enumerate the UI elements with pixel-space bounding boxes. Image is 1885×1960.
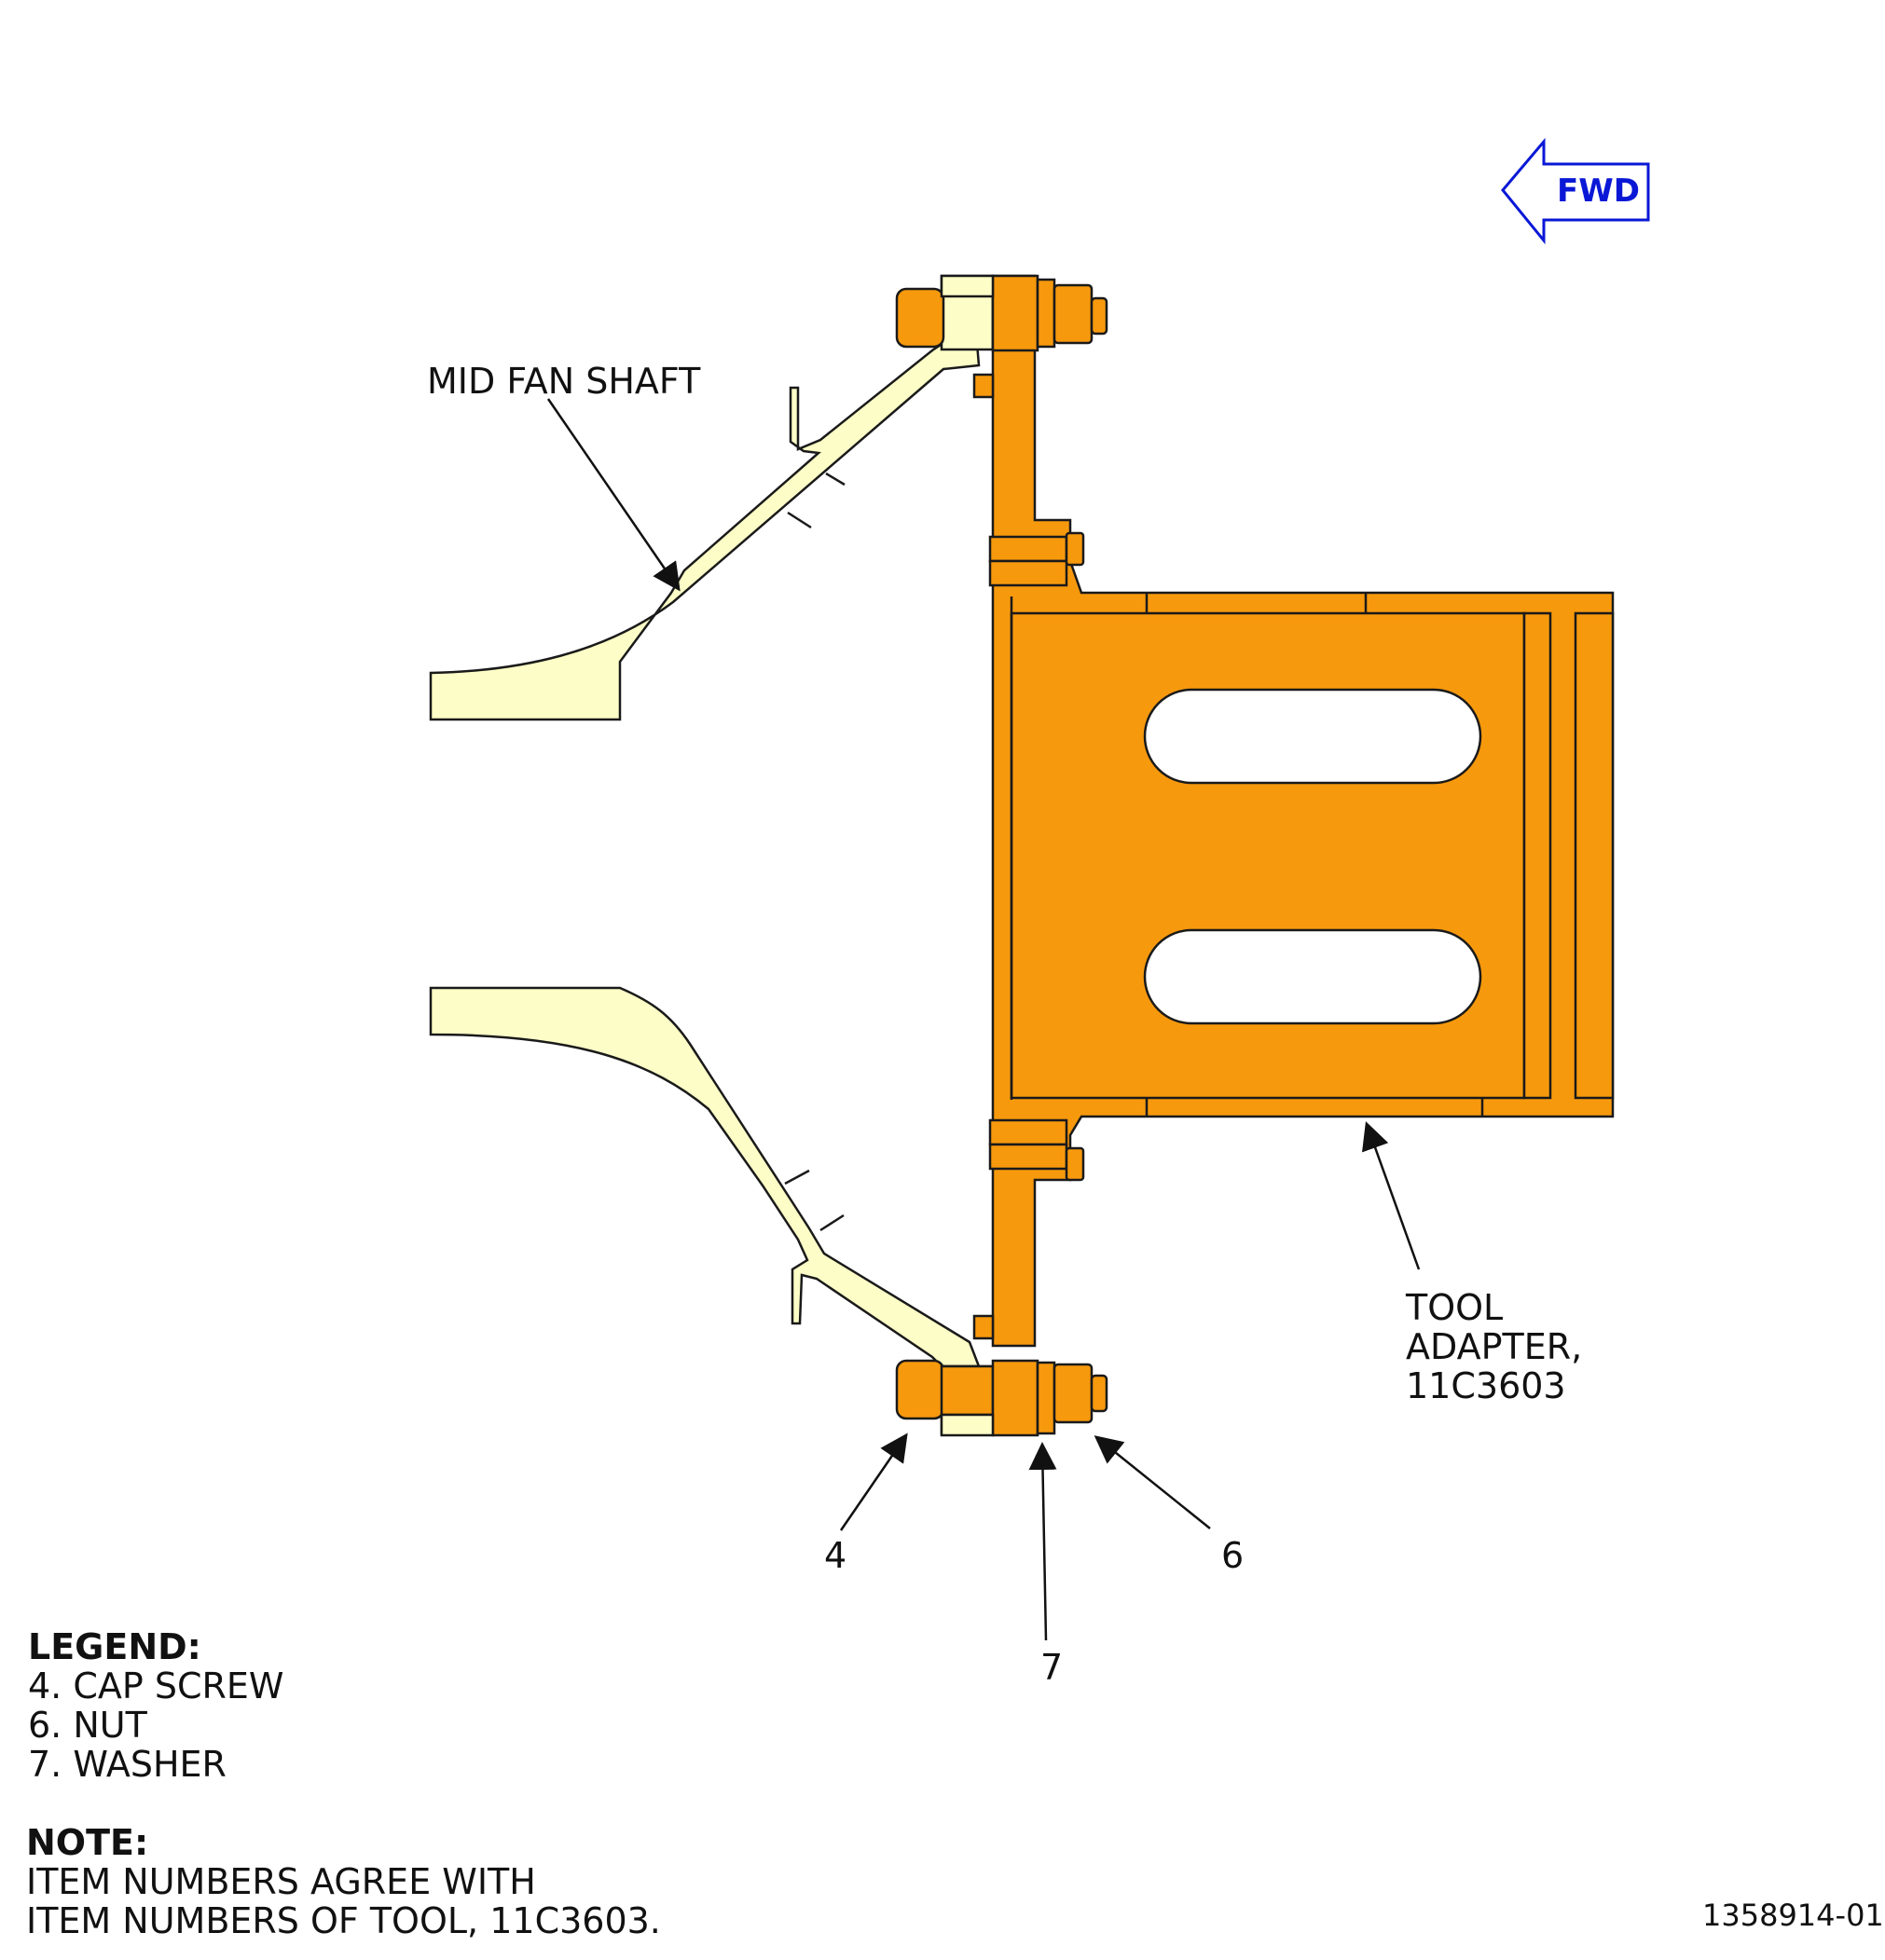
lower-fastener [895,1359,1108,1437]
leader-lines [546,398,1421,1641]
legend-item-cap-screw: 4. CAP SCREW [28,1665,284,1706]
leader-cap-screw [839,1432,908,1531]
fwd-label: FWD [1557,172,1640,210]
tool-adapter-label-line3: 11C3603 [1406,1365,1566,1406]
leader-mid-fan-shaft [546,398,681,592]
fwd-arrow-icon: FWD [1501,137,1650,245]
tool-adapter [972,274,1615,1348]
callout-7: 7 [1040,1647,1064,1688]
leader-nut [1094,1435,1211,1529]
callout-4: 4 [824,1535,847,1576]
legend-item-nut: 6. NUT [28,1705,147,1746]
note-title: NOTE: [26,1822,149,1863]
tool-adapter-label-line1: TOOL [1406,1287,1504,1328]
leader-tool-adapter [1362,1121,1421,1270]
note-line-1: ITEM NUMBERS AGREE WITH [26,1861,536,1902]
upper-fastener [895,274,1108,352]
callout-6: 6 [1221,1535,1245,1576]
leader-washer [1028,1442,1057,1641]
mid-fan-shaft-label: MID FAN SHAFT [427,361,701,402]
note-line-2: ITEM NUMBERS OF TOOL, 11C3603. [26,1900,661,1941]
figure-id: 1358914-01 [1702,1898,1884,1933]
tool-adapter-label-line2: ADAPTER, [1406,1326,1583,1367]
legend-item-washer: 7. WASHER [28,1744,227,1785]
legend-title: LEGEND: [28,1626,201,1667]
